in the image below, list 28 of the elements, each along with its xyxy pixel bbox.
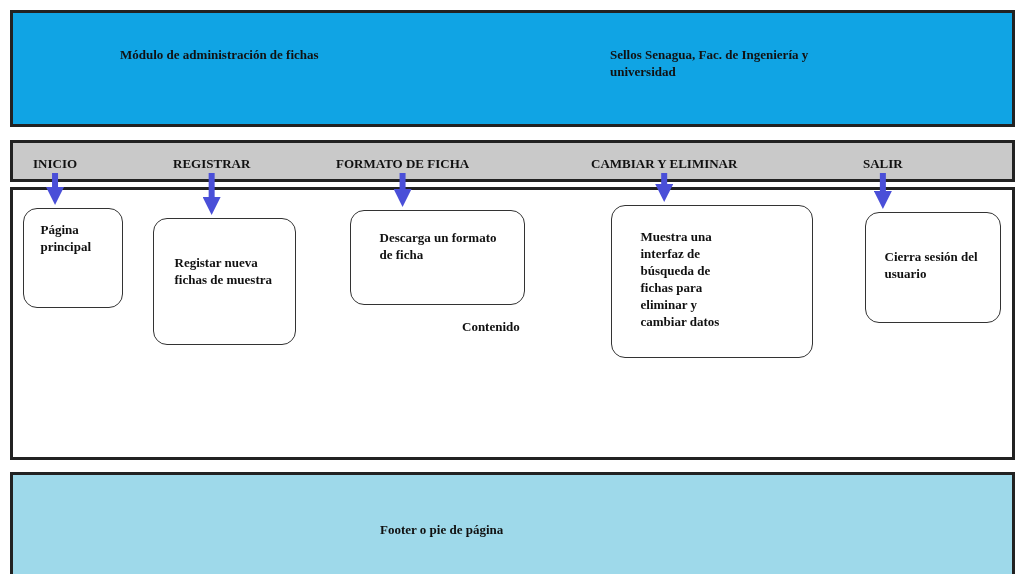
header-text: Módulo de administración de fichas (120, 46, 320, 63)
menu-item: SALIR (863, 155, 903, 173)
arrow (46, 173, 65, 205)
header-band (10, 10, 1015, 127)
content-panel (10, 187, 1015, 460)
menu-item: CAMBIAR Y ELIMINAR (591, 155, 738, 173)
card-text: Descarga un formato de ficha (379, 229, 498, 263)
menu-item: INICIO (33, 155, 78, 173)
footer-band (10, 472, 1015, 574)
menu-item: FORMATO DE FICHA (336, 155, 470, 173)
footer-text: Footer o pie de página (380, 521, 505, 538)
description-card (153, 218, 296, 345)
menu-item: REGISTRAR (173, 155, 251, 173)
card-text: Muestra una interfaz de búsqueda de fichas para eliminar y cambiar datos (640, 228, 721, 330)
card-text: Registar nueva fichas de muestra (174, 254, 273, 288)
arrow (202, 173, 221, 215)
navigation-bar (10, 140, 1015, 182)
arrow (655, 173, 674, 202)
description-card (611, 205, 813, 358)
arrow (393, 173, 412, 207)
header-text: Sellos Senagua, Fac. de Ingeniería y universidad (610, 46, 810, 80)
section-label: Contenido (462, 318, 521, 335)
arrow (873, 173, 892, 209)
description-card (865, 212, 1001, 323)
description-card (350, 210, 525, 305)
card-text: Página principal (40, 221, 93, 255)
description-card (23, 208, 123, 308)
card-text: Cierra sesión del usuario (884, 248, 979, 282)
